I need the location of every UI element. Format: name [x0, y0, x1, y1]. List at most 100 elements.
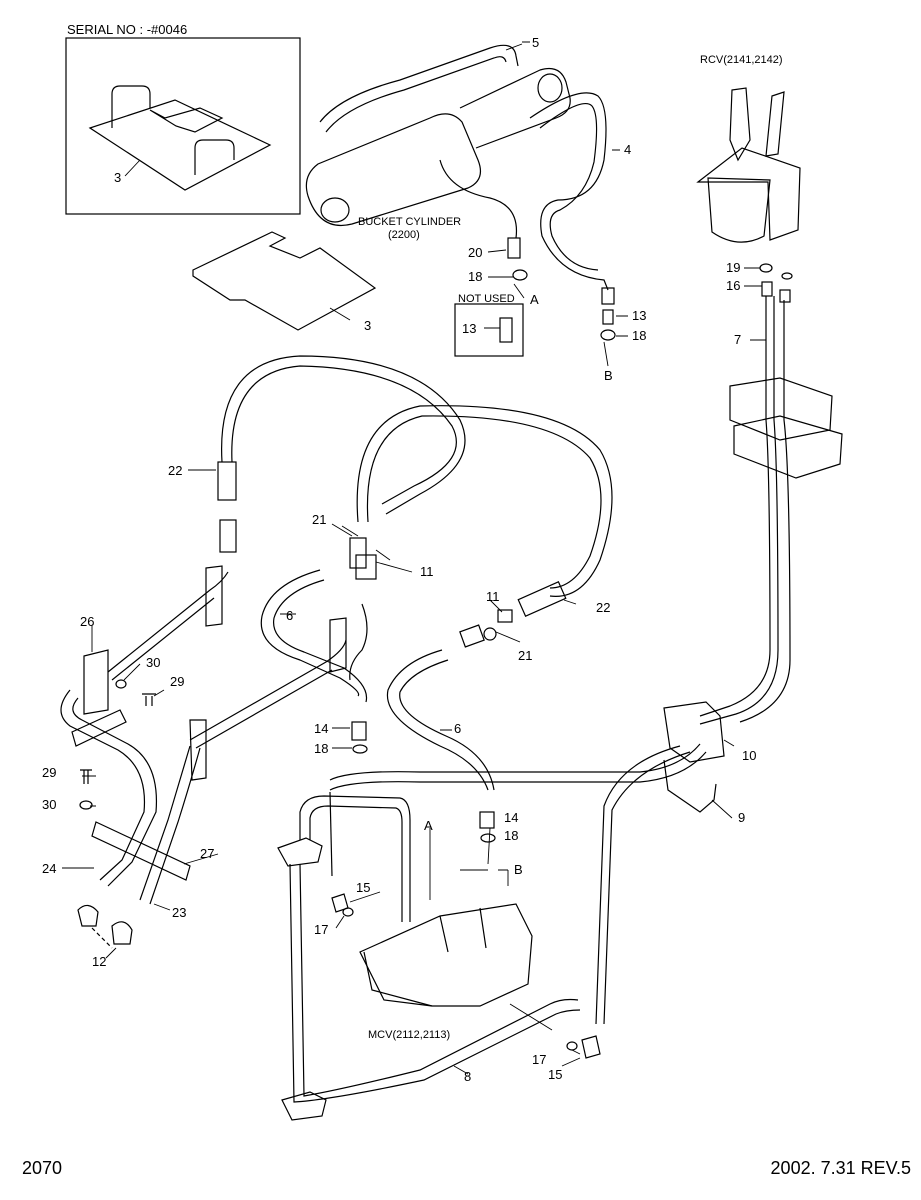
washer-30b: [79, 800, 93, 810]
oring-18b: [600, 329, 616, 341]
bracket-pipe-lower: [189, 639, 347, 741]
fitting-14b: [479, 811, 495, 829]
cylinder-rod: [459, 67, 571, 149]
bracket-pipe-upper: [107, 571, 229, 673]
callout-11b: 11: [486, 589, 500, 604]
pipe-7-right: [739, 300, 791, 723]
callout-22b: 22: [596, 600, 610, 615]
rcv-joystick-body: [707, 177, 771, 243]
fitting-upper-elbow: [219, 519, 237, 553]
inset-bracket-left: [111, 85, 151, 128]
pipe-8: [299, 863, 579, 1097]
callout-8: 8: [464, 1069, 471, 1084]
hose-6-left: [260, 569, 360, 697]
not-used-box: [454, 303, 524, 357]
callout-a1: A: [530, 292, 539, 307]
rcv-handle: [729, 87, 751, 162]
oring-18d: [480, 833, 496, 843]
callout-13-not-used: 13: [462, 321, 476, 336]
callout-23: 23: [172, 905, 186, 920]
pipe-23: [139, 745, 191, 901]
callout-14b: 14: [504, 810, 518, 825]
leader-lines: [62, 41, 766, 1075]
fitting-13-bottom: [602, 309, 614, 325]
fitting-14a: [351, 721, 367, 741]
cylinder-eye: [320, 197, 350, 223]
clamp-lower-post: [189, 719, 207, 781]
oring-18c: [352, 744, 368, 754]
callout-21b: 21: [518, 648, 532, 663]
callout-19: 19: [726, 260, 740, 275]
page-number: 2070: [22, 1158, 63, 1178]
callout-20: 20: [468, 245, 482, 260]
callout-21a: 21: [312, 512, 326, 527]
label-not-used: NOT USED: [458, 293, 515, 305]
callout-3a: 3: [114, 170, 121, 185]
callout-18a: 18: [468, 269, 482, 284]
fitting-16a: [761, 281, 773, 297]
inset-bracket-right: [194, 139, 235, 175]
hose-22-loop-b: [356, 405, 613, 597]
washer-19: [759, 263, 773, 273]
fitting-21-right: [459, 624, 485, 648]
fitting-11-right: [497, 609, 513, 623]
callout-6b: 6: [454, 721, 461, 736]
fitting-11-upper: [355, 554, 377, 580]
callout-11a: 11: [420, 564, 434, 579]
callout-3b: 3: [364, 318, 371, 333]
callout-12: 12: [92, 954, 106, 969]
pipe-7-left: [699, 296, 771, 717]
callout-13: 13: [632, 308, 646, 323]
grommet-10: [663, 701, 725, 763]
callout-26: 26: [80, 614, 94, 629]
callout-b1: B: [604, 368, 613, 383]
callout-18b: 18: [632, 328, 646, 343]
rcv-gasket-upper: [729, 377, 833, 441]
callout-18c: 18: [314, 741, 328, 756]
fitting-21-left: [349, 537, 367, 569]
plug-12b: [111, 921, 133, 945]
rcv-joystick-housing: [696, 147, 801, 241]
hose-5: [319, 44, 519, 123]
callout-5: 5: [532, 35, 539, 50]
flange-lower: [281, 1091, 327, 1121]
elbow-15b: [581, 1035, 601, 1059]
washer-19b: [781, 272, 793, 280]
fitting-20: [507, 237, 521, 259]
callout-15a: 15: [356, 880, 370, 895]
flange-upper: [277, 837, 323, 867]
callout-29b: 29: [42, 765, 56, 780]
revision-date: 2002. 7.31 REV.5: [770, 1158, 911, 1178]
label-rcv: RCV(2141,2142): [700, 54, 783, 66]
cylinder-rod-eye: [537, 73, 563, 103]
pipe-mcv-top: [299, 795, 411, 922]
callout-17a: 17: [314, 922, 328, 937]
fitting-22-upper: [217, 461, 237, 501]
clamp-left-plate: [71, 709, 127, 747]
label-bucket-cylinder: BUCKET CYLINDER: [358, 216, 461, 228]
clamp-27-plate: [91, 821, 191, 881]
callout-16: 16: [726, 278, 740, 293]
callout-22a: 22: [168, 463, 182, 478]
callout-18d: 18: [504, 828, 518, 843]
clamp-26: [83, 649, 109, 715]
pipe-mcv-right: [595, 745, 681, 1025]
fitting-13-top: [601, 287, 615, 305]
callout-10: 10: [742, 748, 756, 763]
callout-b2: B: [514, 862, 523, 877]
callout-14a: 14: [314, 721, 328, 736]
callout-9: 9: [738, 810, 745, 825]
mcv-body: [359, 903, 533, 1007]
oring-21-right: [483, 627, 497, 641]
callout-7: 7: [734, 332, 741, 347]
pipe-24: [60, 689, 146, 881]
callout-30b: 30: [42, 797, 56, 812]
callout-17b: 17: [532, 1052, 546, 1067]
elbow-15a: [331, 893, 349, 913]
washer-30a: [115, 679, 127, 689]
oring-17b: [566, 1041, 578, 1051]
rcv-gasket-lower: [733, 415, 843, 479]
serial-number-label: SERIAL NO : -#0046: [67, 22, 188, 37]
callout-15b: 15: [548, 1067, 562, 1082]
